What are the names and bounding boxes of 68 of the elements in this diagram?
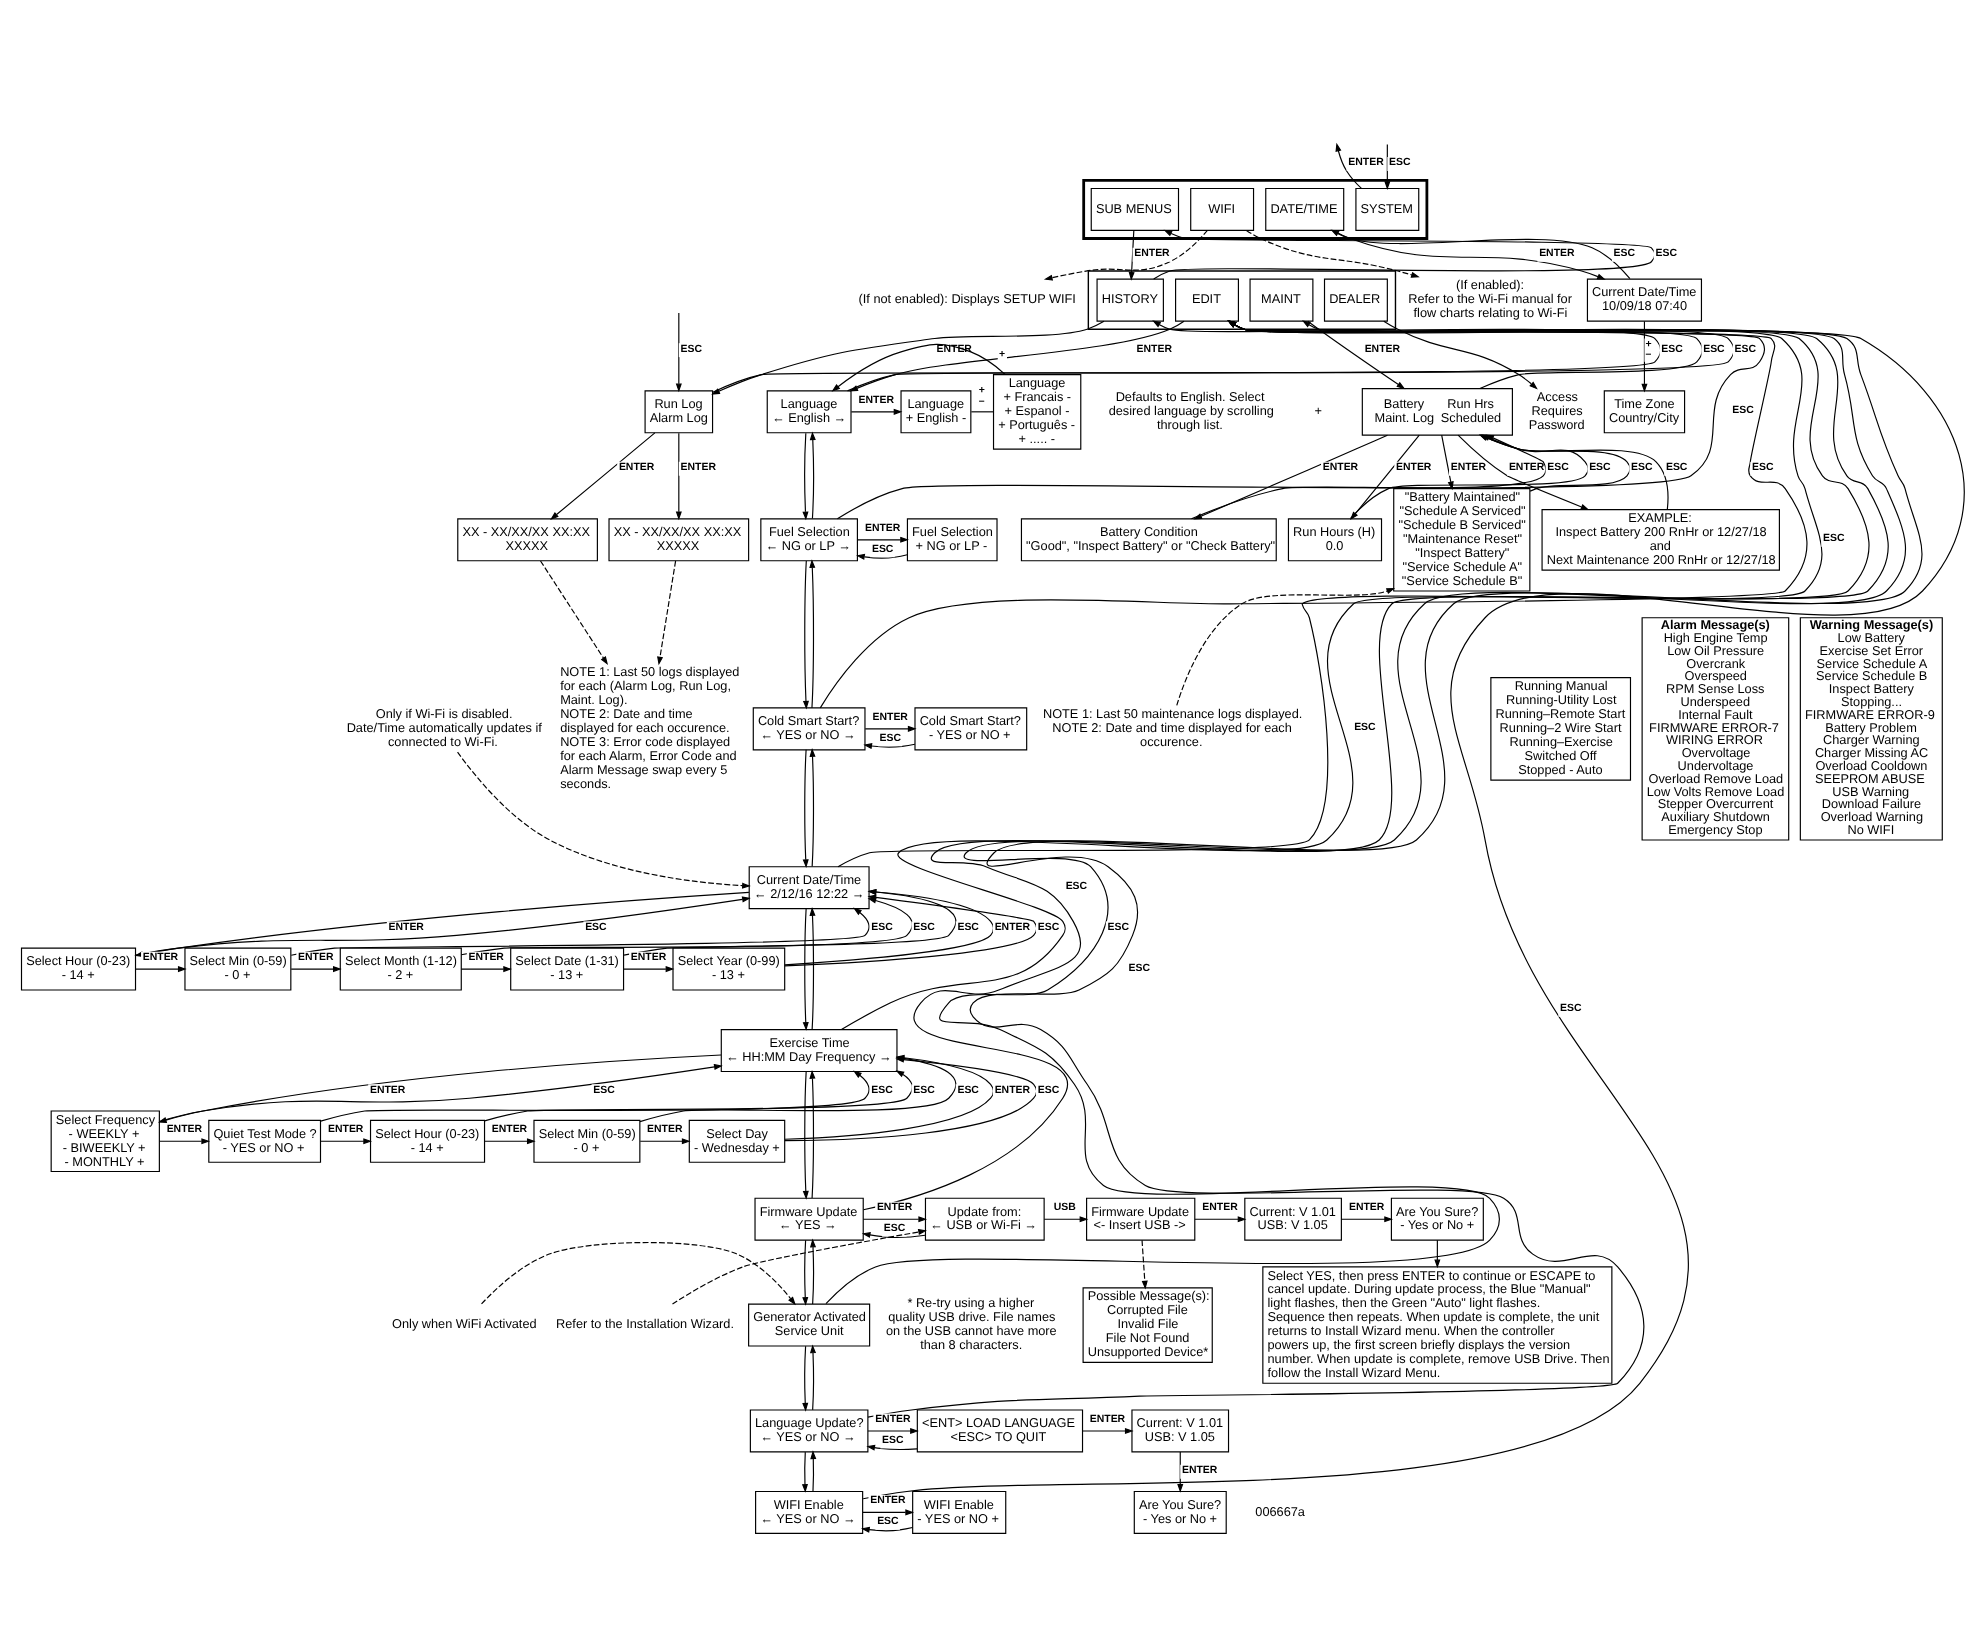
arrow bbox=[1141, 1239, 1148, 1290]
arrow bbox=[861, 1526, 914, 1533]
arrow bbox=[809, 907, 816, 1030]
arrow bbox=[809, 1070, 816, 1199]
arrow bbox=[1043, 229, 1208, 281]
arrow bbox=[675, 432, 682, 521]
arrow bbox=[809, 1344, 817, 1411]
arrow bbox=[1340, 1216, 1393, 1223]
arrow bbox=[837, 320, 1823, 868]
arrow bbox=[1641, 320, 1648, 393]
arrow bbox=[1177, 1451, 1184, 1493]
arrow bbox=[671, 1229, 927, 1305]
arrow bbox=[1194, 1216, 1247, 1223]
arrow bbox=[861, 1231, 926, 1239]
arrow bbox=[862, 1216, 928, 1223]
arrow bbox=[809, 748, 816, 867]
arrow bbox=[862, 1509, 915, 1516]
arrow bbox=[457, 751, 751, 889]
arrow bbox=[460, 966, 512, 973]
arrow bbox=[850, 408, 903, 415]
arrow bbox=[801, 1451, 808, 1493]
arrow bbox=[623, 966, 675, 973]
arrow bbox=[802, 1345, 809, 1412]
arrow bbox=[863, 743, 916, 750]
arrow bbox=[857, 536, 909, 543]
arrow bbox=[320, 1070, 870, 1122]
arrow bbox=[159, 1138, 211, 1145]
arrow bbox=[675, 312, 682, 393]
arrow bbox=[802, 560, 809, 710]
arrow bbox=[480, 1241, 796, 1306]
arrow bbox=[484, 1070, 913, 1122]
arrow bbox=[290, 907, 870, 956]
arrow bbox=[802, 432, 809, 521]
arrow bbox=[840, 320, 1870, 1031]
arrow bbox=[867, 1427, 919, 1434]
arrow bbox=[1082, 1427, 1134, 1434]
arrow bbox=[809, 1238, 817, 1305]
arrow bbox=[1128, 230, 1135, 281]
arrow bbox=[1043, 1216, 1089, 1223]
arrow bbox=[1245, 229, 1420, 278]
arrow bbox=[657, 560, 677, 666]
arrow bbox=[1301, 320, 1703, 390]
arrow bbox=[856, 553, 908, 560]
arrow bbox=[539, 560, 609, 666]
arrow bbox=[802, 908, 809, 1031]
connector bbox=[970, 411, 994, 413]
arrow bbox=[1176, 587, 1396, 706]
arrow bbox=[802, 1239, 809, 1306]
arrow bbox=[135, 966, 187, 973]
arrow bbox=[866, 1444, 918, 1451]
arrow bbox=[809, 559, 816, 709]
arrow bbox=[639, 1138, 691, 1145]
arrow bbox=[623, 889, 957, 956]
arrow bbox=[1335, 142, 1362, 189]
arrow bbox=[1153, 229, 1656, 280]
arrow bbox=[802, 749, 809, 869]
arrow bbox=[809, 431, 816, 520]
arrow bbox=[290, 966, 342, 973]
arrow bbox=[810, 1450, 817, 1492]
arrow bbox=[784, 889, 995, 966]
arrow bbox=[819, 320, 1808, 709]
arrow bbox=[1383, 320, 1538, 390]
arrow bbox=[1384, 143, 1391, 191]
arrow bbox=[320, 1138, 373, 1145]
arrow bbox=[802, 1071, 809, 1200]
arrow bbox=[864, 725, 917, 732]
arrow bbox=[1434, 1239, 1441, 1269]
arrow bbox=[484, 1138, 536, 1145]
